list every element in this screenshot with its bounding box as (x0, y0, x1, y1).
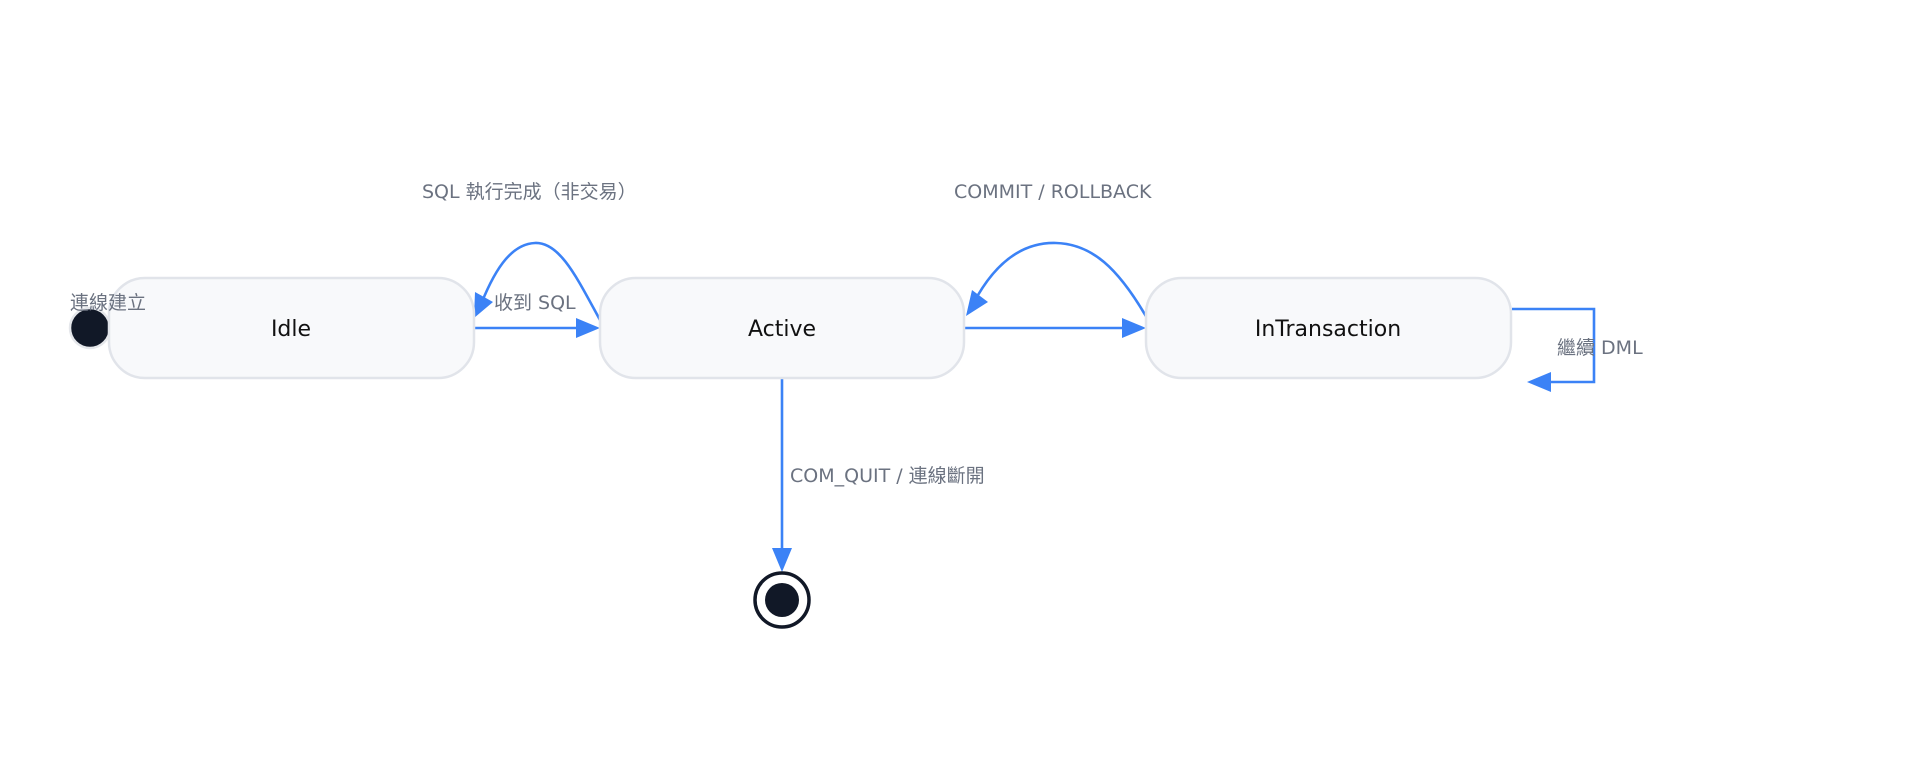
state-idle[interactable]: Idle (107, 276, 476, 380)
state-intransaction-label: InTransaction (1255, 317, 1401, 342)
arrowhead-active-to-idle (474, 292, 493, 318)
arrowhead-intransaction-self-loop (1527, 372, 1551, 392)
state-idle-box (107, 276, 476, 380)
final-state (753, 571, 811, 629)
arrowhead-idle-to-active (576, 318, 600, 338)
arrowhead-active-to-intransaction (1122, 318, 1146, 338)
label-active-to-final: COM_QUIT / 連線斷開 (790, 465, 985, 487)
state-active-label: Active (748, 317, 816, 342)
state-active-box (598, 276, 966, 380)
arrowhead-active-to-final (772, 548, 792, 572)
arrowhead-intransaction-to-active (966, 290, 988, 316)
label-intransaction-to-active: COMMIT / ROLLBACK (954, 181, 1152, 203)
label-intransaction-self-loop: 繼續 DML (1557, 337, 1643, 359)
edge-active-to-idle (476, 241, 602, 321)
edge-intransaction-self-loop (1512, 307, 1596, 384)
state-idle-label: Idle (271, 317, 311, 342)
label-idle-to-active: 收到 SQL (494, 292, 576, 314)
edge-intransaction-to-active (971, 241, 1149, 319)
initial-state-dot (68, 306, 112, 350)
label-initial-transition: 連線建立 (70, 292, 146, 314)
final-state-dot (765, 583, 799, 617)
state-intransaction-box (1144, 276, 1513, 380)
state-intransaction[interactable]: InTransaction (1144, 276, 1513, 380)
state-active[interactable]: Active (598, 276, 966, 380)
label-active-to-idle: SQL 執行完成（非交易） (422, 181, 637, 203)
